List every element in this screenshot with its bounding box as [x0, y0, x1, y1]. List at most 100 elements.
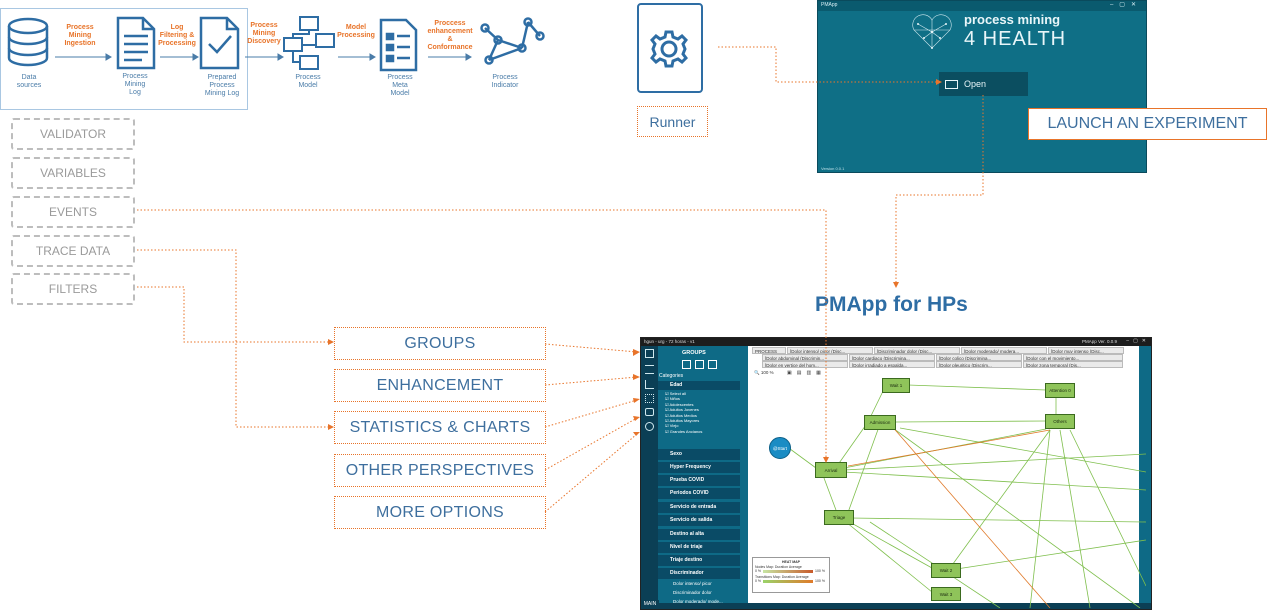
tab-row1-2[interactable]: [Dolor intenso/ picor (Disc...: [787, 347, 873, 354]
label-meta-model: Process Meta Model: [387, 74, 413, 97]
tab-row3-3[interactable]: [Dolor pleuritico (Discrim...: [936, 361, 1022, 368]
group-item-discriminador[interactable]: Discriminador: [658, 568, 740, 579]
statistics-label: STATISTICS & CHARTS: [349, 418, 531, 436]
process-model-icon: [283, 16, 335, 70]
tab-row2-3[interactable]: [Dolor colico (Discrimina...: [936, 354, 1022, 361]
rail-enhancement-icon[interactable]: [645, 365, 654, 374]
export-button[interactable]: [695, 360, 704, 369]
more-options-box: MORE OPTIONS: [334, 496, 546, 529]
pmapp-titlebar: hgun - urg - 72 horas - v1 PMApp Ver. 0.…: [641, 338, 1151, 346]
play-button[interactable]: [682, 360, 691, 369]
open-button[interactable]: Open: [939, 72, 1028, 96]
other-perspectives-box: OTHER PERSPECTIVES: [334, 454, 546, 487]
disc-option[interactable]: Dolor intenso/ picor: [673, 581, 712, 586]
group-item-destino-alta[interactable]: Destino al alta: [658, 529, 740, 540]
rail-more-icon[interactable]: [645, 422, 654, 431]
validator-box: VALIDATOR: [11, 118, 135, 150]
label-discovery: Process Mining Discovery: [247, 22, 281, 45]
group-item-servicio-entrada[interactable]: Servicio de entrada: [658, 502, 740, 513]
events-box: EVENTS: [11, 196, 135, 228]
start-node[interactable]: @Start: [769, 437, 791, 459]
launcher-titlebar: PMApp –▢✕: [818, 1, 1146, 11]
disc-option[interactable]: Discriminador dolor: [673, 590, 712, 595]
gear-icon: [650, 30, 688, 68]
enhancement-box: ENHANCEMENT: [334, 369, 546, 402]
group-item-prueba-covid[interactable]: Prueba COVID: [658, 475, 740, 486]
node-arrival[interactable]: Arrival: [815, 462, 847, 478]
variables-box: VARIABLES: [11, 157, 135, 189]
label-data-sources: Data sources: [16, 74, 42, 89]
edad-options[interactable]: ☑ Select all ☑ Niños ☑ Adolescentes ☑ Ad…: [665, 391, 735, 434]
label-ingestion: Process Mining Ingestion: [64, 24, 96, 47]
folder-icon: [945, 79, 958, 89]
edad-header[interactable]: Edad: [658, 381, 740, 390]
runner-button[interactable]: [637, 3, 703, 93]
group-item-hyper-frequency[interactable]: Hyper Frequency: [658, 462, 740, 473]
edad-label: Edad: [670, 382, 683, 388]
tab-row1-3[interactable]: [Discriminador dolor (Disc...: [874, 347, 960, 354]
tab-row3-4[interactable]: [Dolor zona temporal (Dis...: [1023, 361, 1123, 368]
group-item-servicio-salida[interactable]: Servicio de salida: [658, 515, 740, 526]
delete-button[interactable]: [708, 360, 717, 369]
meta-model-icon: [379, 18, 418, 72]
node-wait-1[interactable]: Wait 1: [882, 378, 910, 393]
more-options-label: MORE OPTIONS: [375, 503, 505, 521]
tab-row2-1[interactable]: [Dolor abdominal (Discrimin...: [762, 354, 848, 361]
launcher-title: PMApp: [821, 2, 838, 8]
events-label: EVENTS: [48, 205, 97, 219]
tab-row1-5[interactable]: [Dolor muy intenso (Disc...: [1048, 347, 1124, 354]
main-tab[interactable]: MAIN: [641, 600, 659, 609]
launch-experiment-box: LAUNCH AN EXPERIMENT: [1028, 108, 1267, 140]
heatmap-min-1: 0 %: [755, 569, 762, 573]
group-item-sexo[interactable]: Sexo: [658, 449, 740, 460]
pmapp-window-controls[interactable]: –▢✕: [1126, 338, 1150, 344]
label-model-processing: Model Processing: [337, 24, 375, 39]
node-wait-2[interactable]: Wait 2: [931, 563, 961, 578]
group-item-periodos-covid[interactable]: Periodos COVID: [658, 488, 740, 499]
label-prepared-log: Prepared Process Mining Log: [204, 74, 240, 97]
tab-row3-1[interactable]: [Dolor en vertice del hom...: [762, 361, 848, 368]
tab-process[interactable]: PROCESS: [752, 347, 786, 354]
prepared-log-icon: [199, 16, 240, 70]
pmapp-title-left: hgun - urg - 72 horas - v1: [644, 339, 695, 344]
groups-box: GROUPS: [334, 327, 546, 360]
pmapp-title-right: PMApp Ver. 0.0.9: [1081, 339, 1117, 344]
rail-perspectives-icon[interactable]: [645, 394, 654, 403]
tab-row2-4[interactable]: [Dolor con el movimiento...: [1023, 354, 1123, 361]
group-item-triaje-destino[interactable]: Triaje destino: [658, 555, 740, 566]
groups-header: GROUPS: [682, 350, 706, 356]
runner-label: Runner: [649, 113, 696, 130]
launch-experiment-label: LAUNCH AN EXPERIMENT: [1047, 115, 1248, 132]
node-attention[interactable]: Attention 0: [1045, 383, 1075, 398]
rail-groups-icon[interactable]: [645, 349, 654, 358]
heatmap-max-2: 100 %: [815, 579, 825, 583]
tab-row2-2[interactable]: [Dolor cardiaco (Discrimina...: [849, 354, 935, 361]
node-others[interactable]: Others: [1045, 414, 1075, 429]
node-triage[interactable]: Triage: [824, 510, 854, 525]
pmapp-title: PMApp for HPs: [815, 293, 968, 316]
tab-row1-4[interactable]: [Dolor moderado/ modera...: [961, 347, 1047, 354]
label-process-mining-log: Process Mining Log: [122, 73, 148, 96]
node-wait-3[interactable]: Wait 3: [931, 587, 961, 601]
edad-option[interactable]: ☑ Grandes Ancianos: [665, 428, 703, 434]
disc-option[interactable]: Dolor moderado/ mode...: [673, 599, 723, 604]
rail-printer-icon[interactable]: [645, 408, 654, 416]
categories-label: Categories: [659, 373, 684, 379]
launcher-version: Version 0.0.1: [821, 166, 845, 171]
launcher-window-controls[interactable]: –▢✕: [1109, 2, 1142, 8]
statistics-box: STATISTICS & CHARTS: [334, 411, 546, 444]
discriminador-options[interactable]: Dolor intenso/ picor Discriminador dolor…: [673, 579, 739, 606]
heatmap-nodes-line: Nodes Map: Duration Average: [755, 565, 802, 569]
filters-box: FILTERS: [11, 273, 135, 305]
runner-label-box: Runner: [637, 106, 708, 137]
heatmap-min-2: 0 %: [755, 579, 762, 583]
brand-line-1: process mining: [964, 12, 1061, 27]
tab-row3-2[interactable]: [Dolor irradiado a espalda...: [849, 361, 935, 368]
group-item-nivel-triaje[interactable]: Nivel de triaje: [658, 542, 740, 553]
rail-statistics-icon[interactable]: [645, 380, 654, 389]
node-admission[interactable]: Admission: [864, 415, 896, 430]
brand-line-2: 4 HEALTH: [964, 28, 1067, 50]
trace-data-label: TRACE DATA: [35, 244, 111, 258]
variables-label: VARIABLES: [40, 166, 106, 180]
heatmap-trans-line: Transitions Map: Duration Average: [755, 575, 809, 579]
